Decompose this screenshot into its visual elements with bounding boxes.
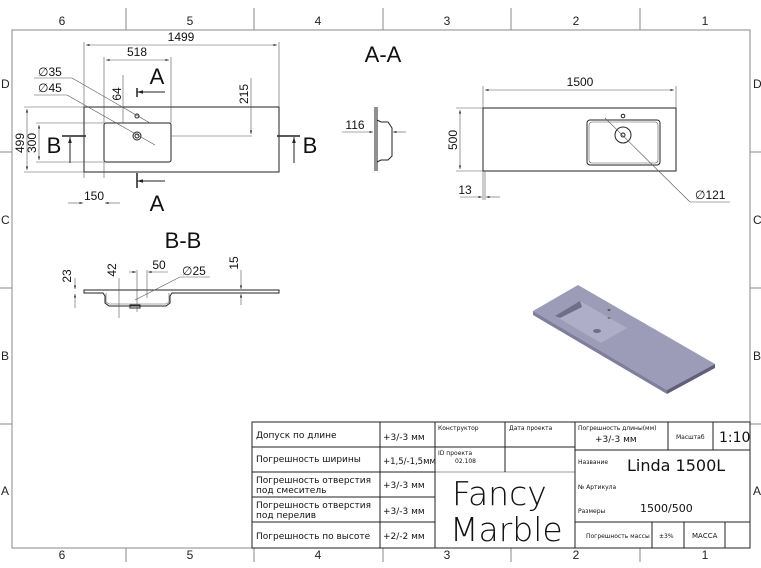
zone-row: B	[753, 349, 761, 363]
zone-labels-bottom: 6 5 4 3 2 1	[59, 548, 709, 562]
zone-row: A	[753, 484, 761, 498]
aa-slab-outline	[482, 107, 677, 172]
mass-tol: ±3%	[659, 533, 674, 540]
sink-3d-render	[533, 285, 715, 394]
dim-aa-thickness: 13	[458, 183, 472, 197]
spec-value: +1,5/-1,5мм	[383, 457, 436, 467]
zone-col: 4	[315, 548, 322, 562]
dim-faucet-dia: ∅35	[38, 65, 62, 79]
dim-aa-width: 500	[446, 130, 460, 150]
spec-value: +3/-3 мм	[383, 433, 425, 443]
zone-col: 5	[187, 548, 194, 562]
dim-basin-length: 518	[127, 45, 147, 59]
mass-tol-label: Погрешность массы	[586, 533, 650, 540]
zone-row: B	[1, 349, 9, 363]
zone-col: 3	[444, 548, 451, 562]
spec-label: Погрешность ширины	[256, 455, 361, 465]
name-label: Название	[578, 459, 608, 466]
spec-label: Погрешность по высоте	[256, 532, 371, 542]
dim-drain-dia: ∅45	[38, 81, 62, 95]
scale-value: 1:10	[719, 430, 750, 446]
spec-value: +2/-2 мм	[383, 532, 425, 542]
spec-value: +3/-3 мм	[383, 481, 425, 491]
dim-width: 499	[13, 133, 27, 153]
zone-col: 4	[315, 14, 322, 28]
length-tol-label: Погрешность длины(мм)	[578, 425, 656, 432]
article-label: № Артикула	[578, 484, 616, 491]
dim-aa-bowl-dia: ∅121	[695, 188, 726, 202]
dim-total-length: 1499	[168, 30, 195, 44]
zone-col: 3	[444, 14, 451, 28]
zone-col: 2	[573, 14, 580, 28]
section-bb: B-B 23 42 50 ∅25 15	[60, 228, 280, 318]
section-bb-title: B-B	[165, 228, 202, 253]
dim-drain-offset: 215	[237, 84, 251, 104]
logo-fancy: Fancy	[452, 474, 547, 513]
spec-label: Допуск по длине	[256, 431, 337, 441]
zone-row: D	[1, 77, 10, 91]
dim-aa-depth: 116	[345, 118, 364, 132]
drain-hole	[132, 131, 142, 141]
bb-profile	[83, 289, 280, 307]
zone-col: 1	[702, 14, 709, 28]
faucet-hole	[134, 113, 140, 119]
zone-labels-top: 6 5 4 3 2 1	[59, 14, 709, 28]
date-label: Дата проекта	[509, 425, 553, 432]
mass-label: МАССА	[692, 532, 718, 540]
project-id: 02.108	[455, 458, 476, 465]
dim-basin-width: 300	[25, 133, 39, 153]
section-aa: A-A 116 1500 500 13 ∅121	[342, 42, 730, 203]
dim-bb-slab: 23	[60, 269, 74, 283]
spec-label: под смеситель	[256, 486, 326, 496]
zone-col: 1	[702, 548, 709, 562]
zone-col: 6	[59, 14, 66, 28]
size-label: Размеры	[578, 508, 606, 515]
plan-view: 1499 518 ∅35 ∅45 64 215 499 300 150 A A …	[13, 30, 317, 216]
zone-col: 2	[573, 548, 580, 562]
basin-outline	[103, 122, 172, 163]
length-tol: +3/-3 мм	[595, 435, 637, 445]
designer-label: Конструктор	[438, 425, 479, 432]
section-aa-title: A-A	[365, 42, 402, 67]
dim-bb-depth: 42	[105, 263, 119, 277]
dim-aa-length: 1500	[567, 75, 594, 89]
zone-labels-left: D C B A D C B A	[1, 77, 761, 498]
dim-faucet-offset: 64	[110, 87, 124, 101]
logo-marble: Marble	[450, 510, 563, 549]
zone-col: 6	[59, 548, 66, 562]
zone-row: C	[753, 213, 761, 227]
slab-outline	[83, 106, 280, 173]
section-mark-a-top: A	[150, 64, 165, 89]
zone-row: C	[1, 213, 10, 227]
project-id-label: ID проекта	[438, 450, 473, 457]
title-block: Допуск по длине +3/-3 мм Погрешность шир…	[251, 421, 751, 549]
section-mark-a-bottom: A	[150, 191, 165, 216]
dim-bb-thickness: 15	[227, 256, 241, 270]
scale-label: Масштаб	[676, 434, 705, 441]
spec-value: +3/-3 мм	[383, 507, 425, 517]
section-mark-b-right: B	[303, 133, 318, 158]
dim-bb-hole-dia: ∅25	[182, 264, 206, 278]
spec-label: Погрешность отверстия	[256, 501, 371, 511]
dim-bb-offset: 50	[152, 258, 166, 272]
spec-label: Погрешность отверстия	[256, 476, 371, 486]
zone-row: D	[753, 77, 761, 91]
zone-col: 5	[187, 14, 194, 28]
section-mark-b-left: B	[47, 133, 62, 158]
dim-edge-offset: 150	[84, 189, 104, 203]
spec-label: под перелив	[256, 511, 316, 521]
product-name: Linda 1500L	[627, 456, 725, 475]
zone-row: A	[1, 484, 9, 498]
size-value: 1500/500	[640, 502, 693, 515]
